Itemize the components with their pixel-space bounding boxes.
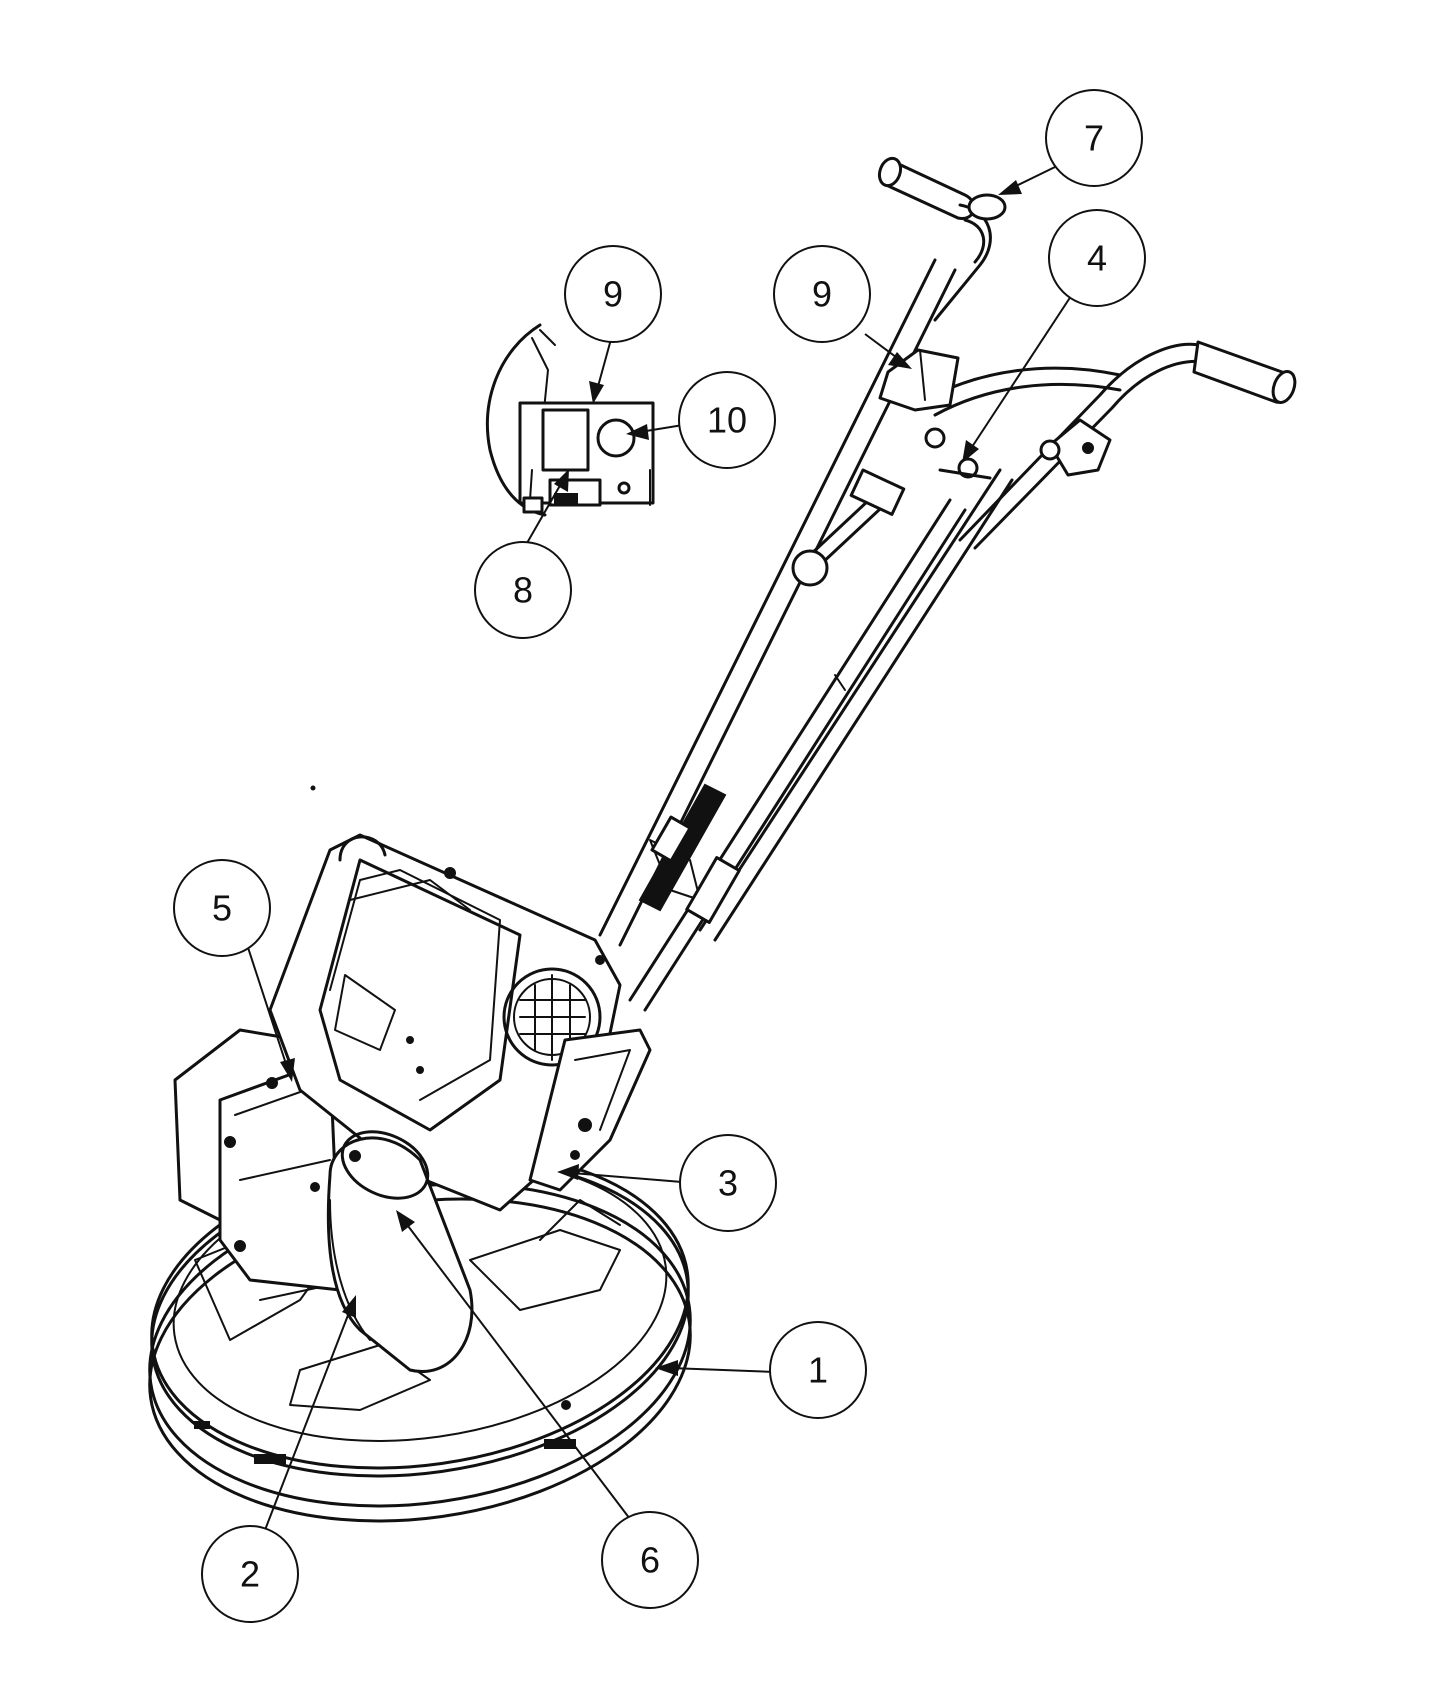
callout-2: 2 — [201, 1525, 299, 1623]
pitch-lever — [791, 468, 906, 587]
callout-4: 4 — [1048, 209, 1146, 307]
callout-4-label: 4 — [1087, 238, 1107, 279]
callout-6: 6 — [601, 1511, 699, 1609]
callout-5: 5 — [173, 859, 271, 957]
callout-3: 3 — [679, 1134, 777, 1232]
callout-10: 10 — [678, 371, 776, 469]
gearbox — [173, 1028, 342, 1292]
callout-2-label: 2 — [240, 1554, 260, 1595]
callout-9b: 9 — [773, 245, 871, 343]
stray-mark — [310, 785, 316, 791]
callout-1: 1 — [769, 1321, 867, 1419]
callout-7: 7 — [1045, 89, 1143, 187]
callout-6-label: 6 — [640, 1540, 660, 1581]
belt-guard — [310, 1130, 474, 1373]
callout-7-label: 7 — [1084, 118, 1104, 159]
callout-5-label: 5 — [212, 888, 232, 929]
engine-housing — [268, 833, 622, 1212]
callout-3-label: 3 — [718, 1163, 738, 1204]
handlebar — [877, 156, 1297, 550]
callout-8: 8 — [474, 541, 572, 639]
power-trowel-drawing — [148, 156, 1297, 1523]
callout-10-label: 10 — [707, 400, 747, 441]
control-panel-detail — [485, 323, 655, 517]
callout-8-label: 8 — [513, 570, 533, 611]
callout-9b-label: 9 — [812, 274, 832, 315]
callout-9a-label: 9 — [603, 274, 623, 315]
leader-lines — [238, 166, 1074, 1531]
handle-bracket — [528, 1028, 652, 1192]
callout-9a: 9 — [564, 245, 662, 343]
callout-1-label: 1 — [808, 1350, 828, 1391]
